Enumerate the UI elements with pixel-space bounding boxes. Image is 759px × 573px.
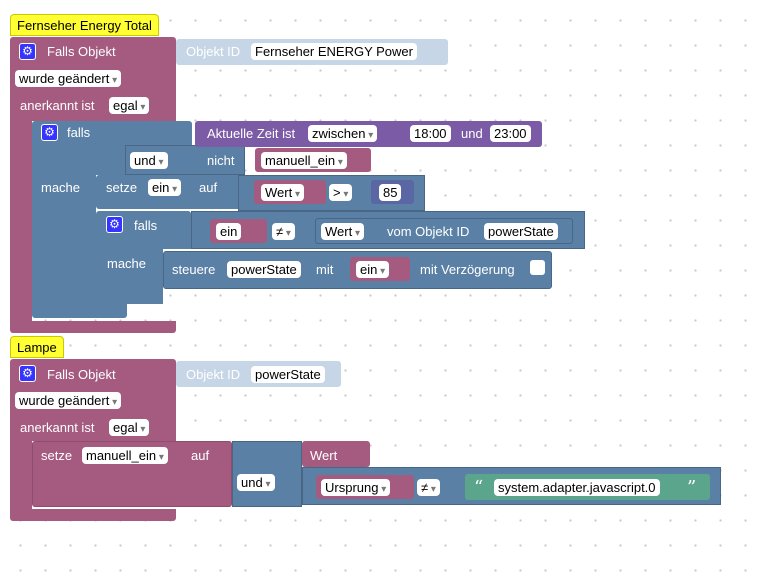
changed-dropdown[interactable]: wurde geändert (15, 392, 122, 409)
steuere-id-field[interactable]: powerState (227, 261, 301, 278)
delay-label: mit Verzögerung (420, 262, 515, 277)
set-label: setze (41, 448, 73, 463)
changed-dropdown[interactable]: wurde geändert (15, 70, 122, 87)
ack-dropdown[interactable]: egal (109, 419, 150, 436)
if-block-left (32, 175, 96, 306)
time-to-field[interactable]: 23:00 (490, 125, 531, 142)
neq-dropdown[interactable]: ≠ (417, 479, 440, 496)
set-var-dropdown[interactable]: ein (148, 179, 182, 196)
objid-label: Objekt ID (186, 367, 241, 382)
objid-field[interactable]: powerState (251, 366, 325, 383)
delay-checkbox[interactable] (530, 260, 545, 275)
inner-do-label: mache (107, 256, 147, 271)
time-and-label: und (461, 126, 483, 141)
neq-dropdown[interactable]: ≠ (272, 223, 295, 240)
close-quote-icon: ” (687, 477, 697, 498)
vom-objekt-label: vom Objekt ID (387, 224, 470, 239)
not-var-dropdown[interactable]: manuell_ein (261, 152, 347, 169)
steuere-label: steuere (172, 262, 216, 277)
ursprung-dropdown[interactable]: Ursprung (321, 479, 391, 496)
wert-dropdown[interactable]: Wert (261, 184, 305, 201)
do-label: mache (41, 180, 81, 195)
trigger-label: Falls Objekt (47, 44, 116, 59)
inner-if-label: falls (134, 218, 158, 233)
wert-label: Wert (310, 448, 338, 463)
not-label: nicht (207, 153, 235, 168)
time-op-dropdown[interactable]: zwischen (308, 125, 378, 142)
trigger-block-1-foot (10, 321, 176, 333)
gear-icon[interactable]: ⚙ (19, 43, 36, 60)
steuere-var-dropdown[interactable]: ein (356, 261, 390, 278)
set-to-label: auf (191, 448, 210, 463)
time-label: Aktuelle Zeit ist (207, 126, 296, 141)
and-dropdown[interactable]: und (130, 152, 168, 169)
powerstate-field[interactable]: powerState (484, 223, 558, 240)
compare-op-dropdown[interactable]: > (329, 184, 353, 201)
gear-icon[interactable]: ⚙ (19, 365, 36, 382)
number-field[interactable]: 85 (379, 184, 402, 201)
comment-fernseher[interactable]: Fernseher Energy Total (10, 14, 159, 36)
time-from-field[interactable]: 18:00 (410, 125, 451, 142)
wert2-dropdown[interactable]: Wert (321, 223, 365, 240)
objid-label: Objekt ID (186, 44, 241, 59)
if-block-foot (32, 300, 127, 318)
ack-label: anerkannt ist (20, 98, 95, 113)
text-field[interactable]: system.adapter.javascript.0 (494, 479, 660, 496)
trigger-block-2-stem (10, 441, 32, 509)
wert-block-2[interactable] (302, 441, 370, 467)
trigger-block-1-stem (10, 121, 32, 321)
trigger-label: Falls Objekt (47, 367, 116, 382)
gear-icon[interactable]: ⚙ (41, 124, 58, 141)
ein-var-field[interactable]: ein (216, 223, 242, 240)
set-var-dropdown[interactable]: manuell_ein (82, 447, 168, 464)
inner-if-left (96, 249, 163, 304)
if-label: falls (67, 125, 91, 140)
comment-lampe[interactable]: Lampe (10, 336, 64, 358)
and-dropdown[interactable]: und (237, 474, 275, 491)
set-label: setze (106, 180, 138, 195)
logic-and-block[interactable] (125, 145, 245, 175)
ack-label: anerkannt ist (20, 420, 95, 435)
objid-field[interactable]: Fernseher ENERGY Power (251, 43, 417, 60)
open-quote-icon: “ (474, 477, 484, 498)
mit-label: mit (316, 262, 334, 277)
set-to-label: auf (199, 180, 218, 195)
trigger-block-2-foot (10, 509, 176, 521)
gear-icon[interactable]: ⚙ (106, 216, 123, 233)
ack-dropdown[interactable]: egal (109, 97, 150, 114)
